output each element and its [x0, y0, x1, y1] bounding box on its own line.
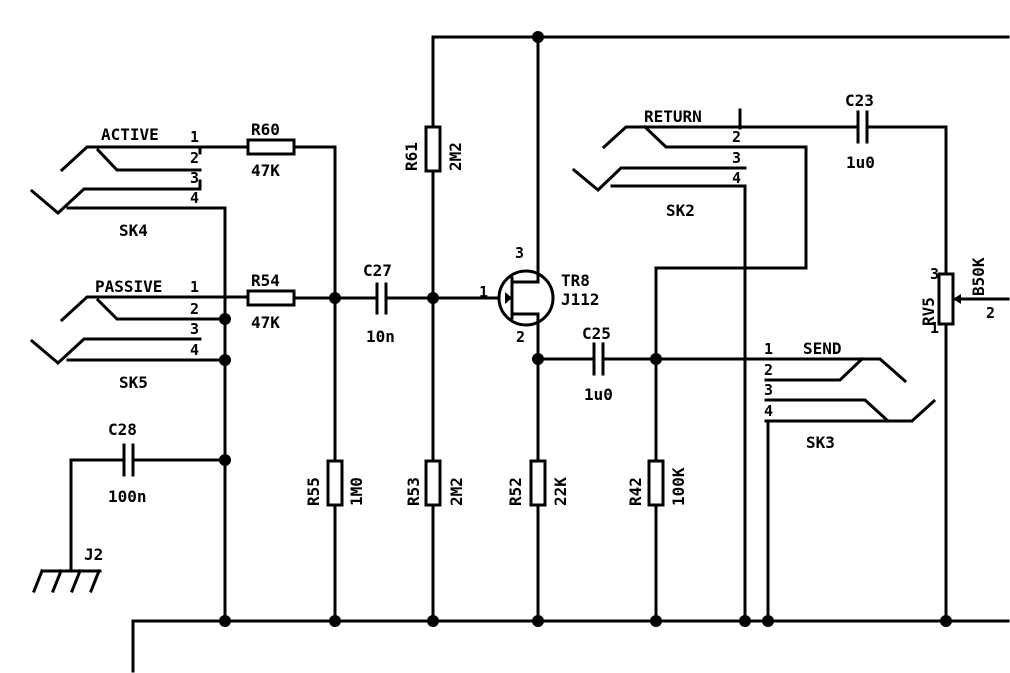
- sk5-pin-4: 4: [190, 341, 199, 359]
- r42-value: 100K: [669, 467, 688, 506]
- sk4-name: SK4: [119, 221, 148, 240]
- sk2-label: RETURN: [644, 107, 702, 126]
- sk4-pin-2: 2: [190, 149, 199, 167]
- jack-sk3: [764, 356, 937, 623]
- r52-value: 22K: [551, 477, 570, 506]
- ground-name: J2: [84, 545, 103, 564]
- r54-name: R54: [251, 271, 280, 290]
- sk3-pin-1: 1: [764, 340, 773, 358]
- resistor-r52: [529, 459, 547, 507]
- transistor-tr8: [497, 35, 555, 623]
- sk4-label: ACTIVE: [101, 125, 159, 144]
- tr8-name: TR8: [561, 271, 590, 290]
- jack-sk5: [29, 295, 227, 366]
- sk3-pin-2: 2: [764, 361, 773, 379]
- c27-name: C27: [363, 261, 392, 280]
- junction-dots: [219, 31, 952, 627]
- sk2-pin-3: 3: [732, 149, 741, 167]
- rv5-pin-2: 2: [986, 304, 995, 322]
- sk2-name: SK2: [666, 201, 695, 220]
- pot-rv5: [937, 272, 1010, 623]
- sk4-pin-4: 4: [190, 189, 199, 207]
- capacitor-c27: [375, 282, 501, 315]
- r53-name: R53: [404, 477, 423, 506]
- sk3-pin-4: 4: [764, 402, 773, 420]
- capacitor-c28: [69, 443, 227, 572]
- c28-value: 100n: [108, 487, 147, 506]
- sk5-label: PASSIVE: [95, 277, 162, 296]
- r54-value: 47K: [251, 313, 280, 332]
- c25-value: 1u0: [584, 385, 613, 404]
- resistor-r55: [326, 296, 344, 623]
- rv5-pin-3: 3: [930, 265, 939, 283]
- tr8-pin-3: 3: [515, 244, 524, 262]
- resistor-r61: [424, 125, 442, 463]
- resistor-r60: [198, 138, 337, 300]
- sk5-pin-2: 2: [190, 300, 199, 318]
- r60-value: 47K: [251, 161, 280, 180]
- r42-name: R42: [626, 477, 645, 506]
- r61-name: R61: [402, 142, 421, 171]
- rv5-value: B50K: [969, 257, 988, 296]
- sk3-label: SEND: [803, 339, 842, 358]
- r55-value: 1M0: [347, 477, 366, 506]
- tr8-part: J112: [561, 290, 600, 309]
- r52-name: R52: [506, 477, 525, 506]
- c23-value: 1u0: [846, 153, 875, 172]
- sk5-name: SK5: [119, 373, 148, 392]
- bottom-rail: [131, 619, 1010, 673]
- rv5-pin-1: 1: [930, 319, 939, 337]
- c27-value: 10n: [366, 327, 395, 346]
- sk2-pin-2: 2: [732, 128, 741, 146]
- r61-value: 2M2: [446, 142, 465, 171]
- sk5-pin-3: 3: [190, 320, 199, 338]
- r53-value: 2M2: [447, 477, 466, 506]
- sk5-pin-1: 1: [190, 278, 199, 296]
- sk3-pin-3: 3: [764, 381, 773, 399]
- sk2-pin-4: 4: [732, 169, 741, 187]
- c28-name: C28: [108, 420, 137, 439]
- rv5-name: RV5: [919, 297, 938, 326]
- sk3-name: SK3: [806, 433, 835, 452]
- c25-name: C25: [582, 324, 611, 343]
- resistor-r53: [424, 459, 442, 623]
- tr8-pin-2: 2: [516, 328, 525, 346]
- r55-name: R55: [304, 477, 323, 506]
- top-rail: [431, 35, 1010, 129]
- tr8-pin-1: 1: [479, 283, 488, 301]
- ground-icon: [32, 569, 102, 593]
- r60-name: R60: [251, 120, 280, 139]
- sk4-pin-3: 3: [190, 169, 199, 187]
- jack-sk2: [571, 108, 747, 623]
- c23-name: C23: [845, 91, 874, 110]
- capacitor-c23: [743, 110, 948, 276]
- resistor-r42: [647, 145, 808, 623]
- sk4-pin-1: 1: [190, 128, 199, 146]
